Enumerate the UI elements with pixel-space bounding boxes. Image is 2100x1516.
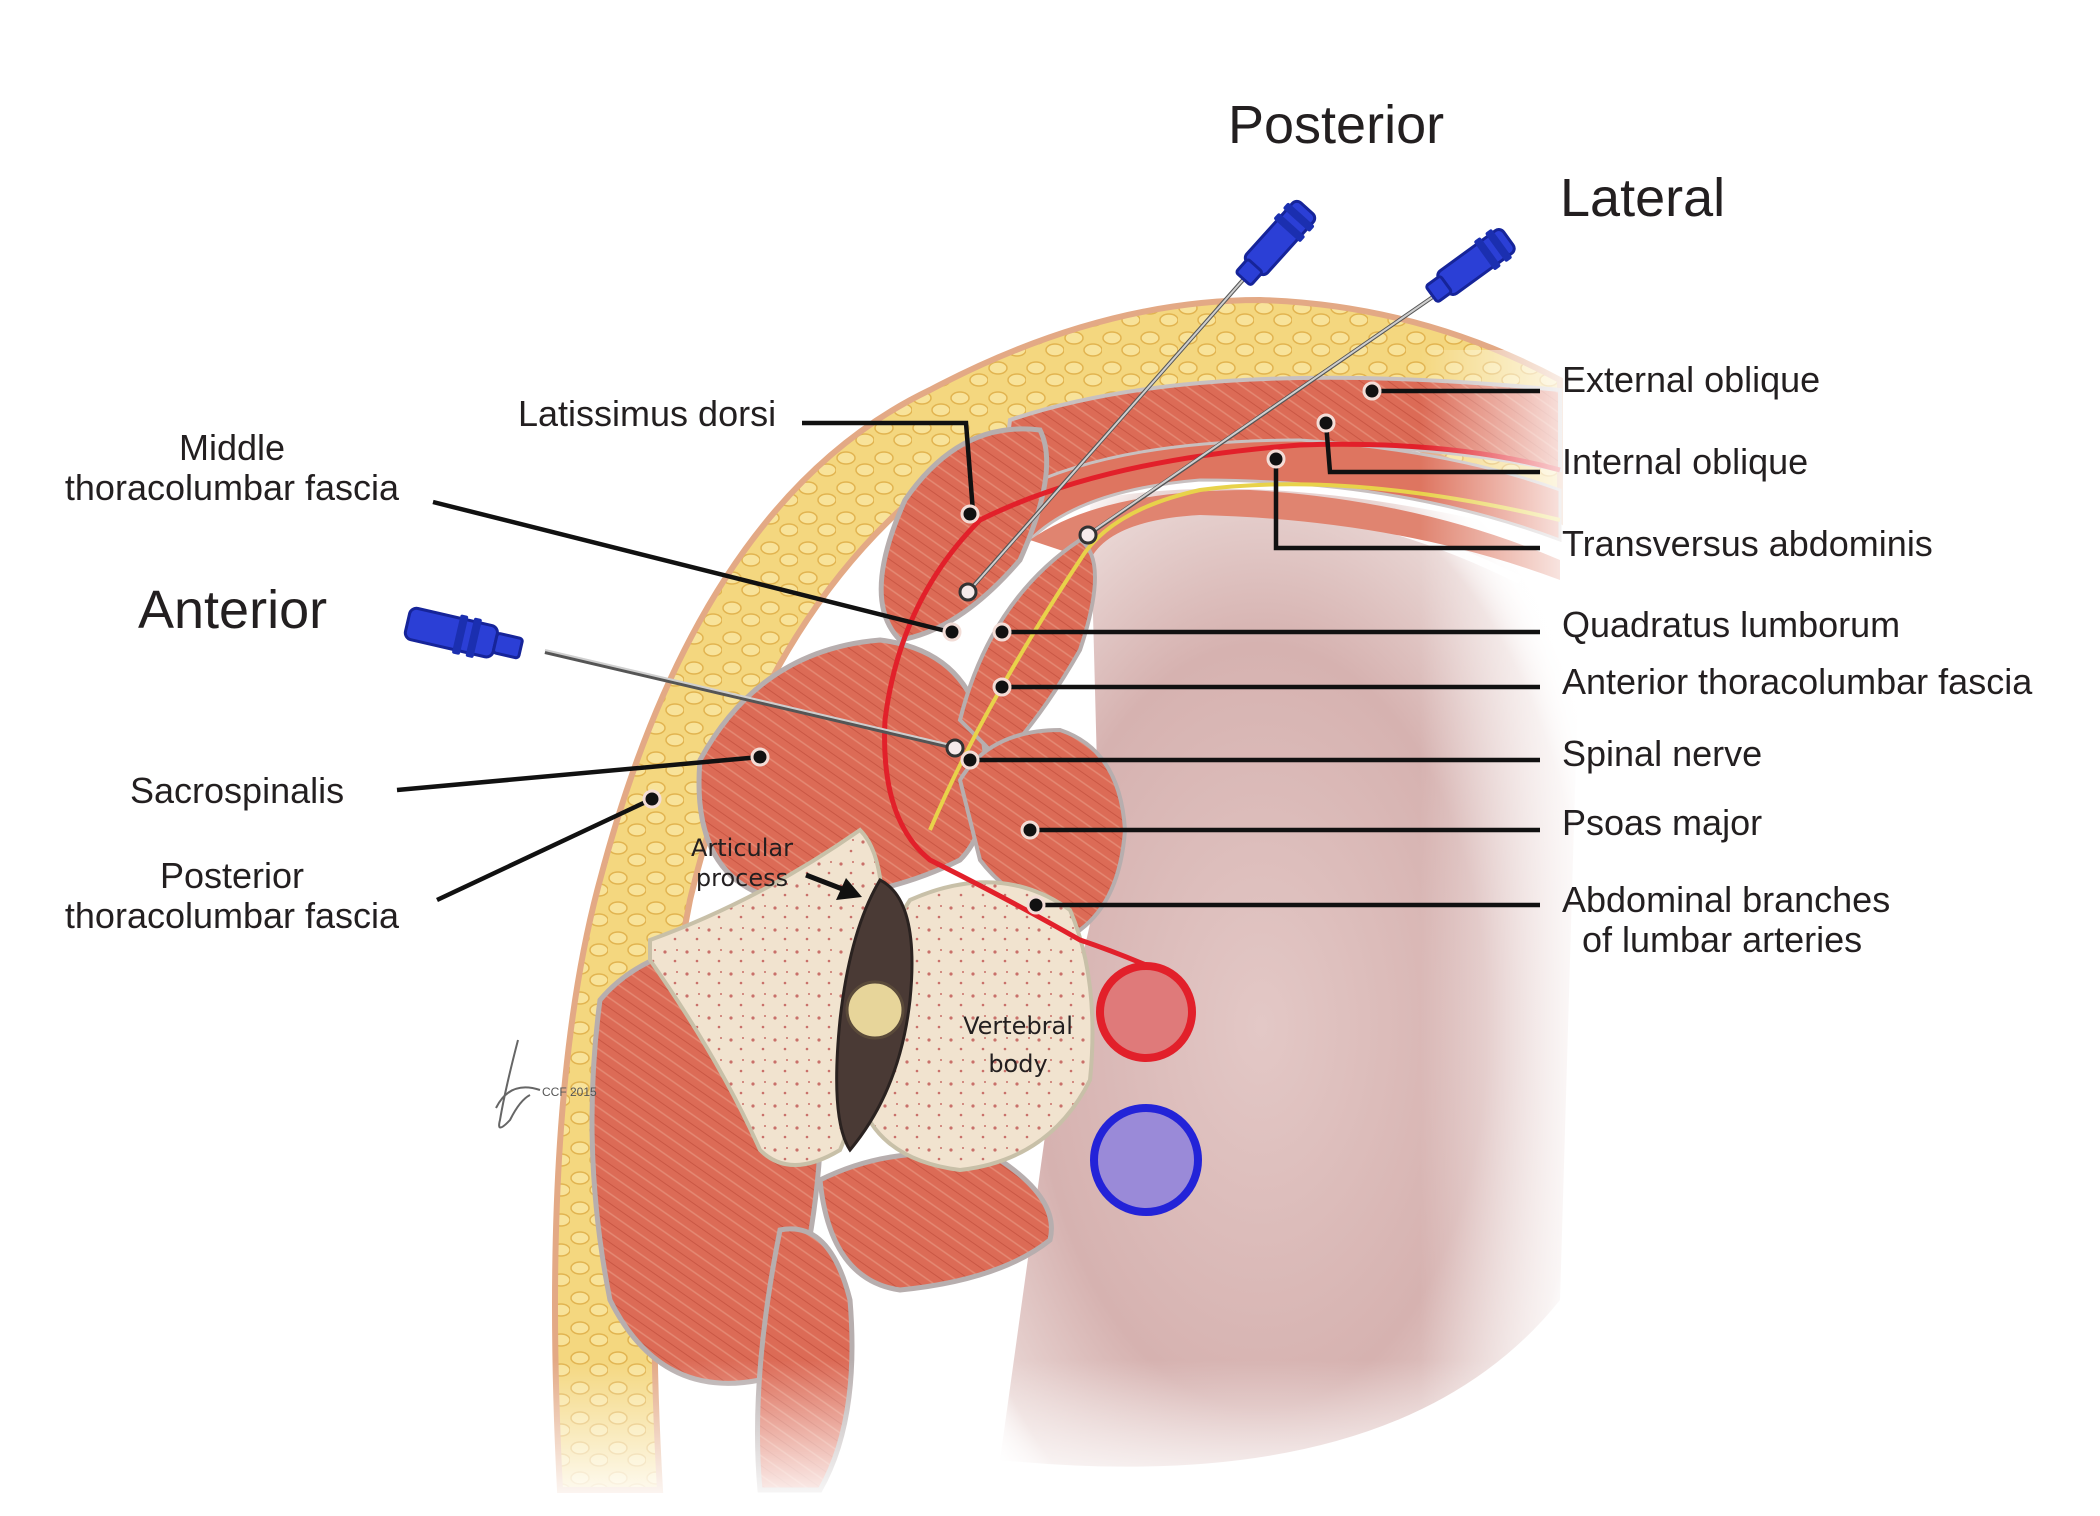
fade-bottom-overlay — [500, 1360, 1600, 1511]
leader-dot-posterior-tlf — [642, 789, 662, 809]
label-spinal-nerve: Spinal nerve — [1562, 733, 1762, 774]
leader-latissimus — [802, 420, 976, 513]
posterior-approach-label: Posterior — [1228, 95, 1444, 155]
lateral-needle — [1078, 228, 1516, 545]
leader-dot-lumbar-arteries — [1026, 895, 1046, 915]
label-external-oblique: External oblique — [1562, 359, 1820, 400]
vena-cava — [1090, 1104, 1202, 1216]
spinal-cord — [845, 980, 905, 1040]
deep-back-muscle-lower — [817, 1150, 1054, 1293]
label-vertebral-line2: body — [988, 1050, 1047, 1078]
label-transversus-abdominis: Transversus abdominis — [1562, 523, 1933, 564]
leader-dot-quadratus — [992, 622, 1012, 642]
posterior-needle — [958, 199, 1317, 602]
leader-dot-anterior-tlf — [992, 677, 1012, 697]
label-quadratus-lumborum: Quadratus lumborum — [1562, 604, 1900, 645]
label-middle-tlf-line1: Middle — [179, 427, 285, 468]
leader-dot-middle-tlf — [942, 622, 962, 642]
label-internal-oblique: Internal oblique — [1562, 441, 1808, 482]
fade-right-overlay — [1420, 350, 1600, 1511]
label-latissimus-dorsi: Latissimus dorsi — [518, 393, 776, 434]
label-posterior-tlf-line2: thoracolumbar fascia — [65, 895, 400, 936]
label-psoas-major: Psoas major — [1562, 802, 1762, 843]
articular-arrowhead — [836, 878, 862, 900]
label-anterior-tlf: Anterior thoracolumbar fascia — [1562, 661, 2033, 702]
label-vertebral-line1: Vertebral — [963, 1012, 1073, 1040]
leader-dot-transversus — [1266, 449, 1286, 469]
label-lumbar-arteries-line1: Abdominal branches — [1562, 879, 1890, 920]
anterior-needle — [403, 606, 965, 758]
label-lumbar-arteries-line2: of lumbar arteries — [1582, 919, 1862, 960]
artist-signature: CCF 2015 — [495, 1039, 597, 1129]
leader-dot-internal-oblique — [1316, 413, 1336, 433]
aorta — [1096, 962, 1196, 1062]
leader-dot-latissimus — [960, 504, 980, 524]
leader-sacrospinalis — [396, 754, 761, 793]
leader-dot-sacrospinalis — [750, 747, 770, 767]
leader-middle-tlf — [432, 499, 951, 635]
leader-posterior-tlf — [436, 797, 651, 903]
label-sacrospinalis: Sacrospinalis — [130, 770, 344, 811]
leader-dot-spinal-nerve — [960, 750, 980, 770]
transversus-muscle — [1030, 490, 1560, 580]
label-articular-line1: Articular — [691, 834, 793, 862]
leader-dot-external-oblique — [1362, 381, 1382, 401]
signature-text: CCF 2015 — [542, 1085, 597, 1099]
leader-transversus — [1273, 459, 1540, 551]
leader-dot-psoas — [1020, 820, 1040, 840]
label-articular-line2: process — [696, 864, 788, 892]
leader-internal-oblique — [1323, 422, 1540, 475]
label-posterior-tlf-line1: Posterior — [160, 855, 304, 896]
anterior-approach-label: Anterior — [138, 580, 327, 640]
lateral-approach-label: Lateral — [1560, 168, 1725, 228]
label-middle-tlf-line2: thoracolumbar fascia — [65, 467, 400, 508]
